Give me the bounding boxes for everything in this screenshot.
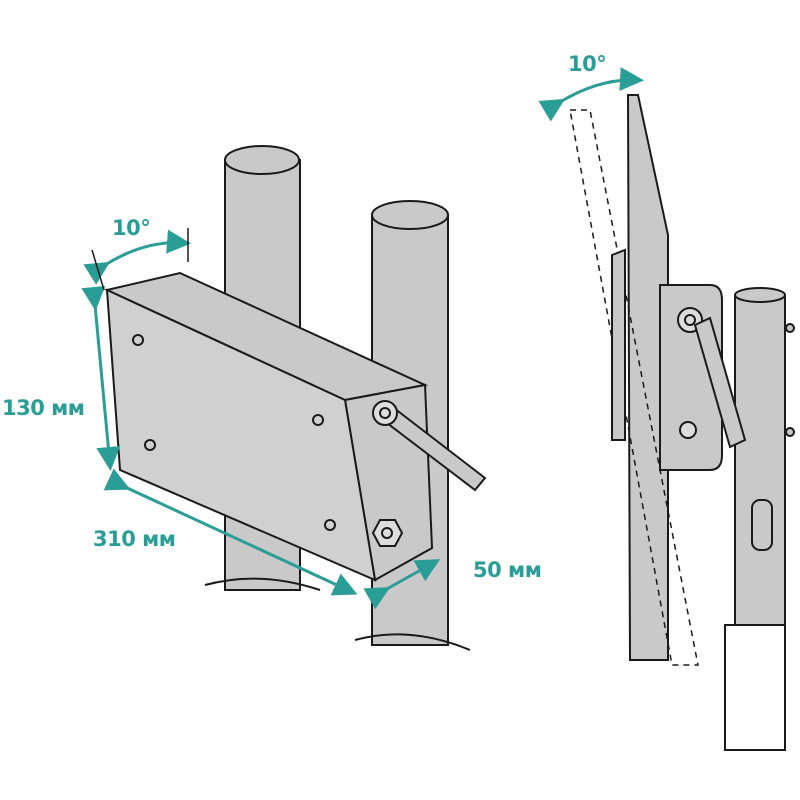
depth-arrow: [363, 559, 441, 610]
height-arrow: [81, 285, 121, 471]
dimension-arrows: [81, 67, 644, 610]
depth-label: 50 мм: [473, 558, 542, 582]
tilt-label-front: 10°: [112, 216, 151, 240]
tilt-arrow-front: [83, 229, 191, 285]
side-view: [569, 94, 795, 751]
width-arrow: [103, 468, 358, 596]
tilt-label-side: 10°: [568, 52, 607, 76]
width-label: 310 мм: [93, 527, 176, 551]
tilt-arrow-side: [538, 67, 644, 122]
lever: [372, 400, 487, 492]
height-label: 130 мм: [2, 396, 85, 420]
